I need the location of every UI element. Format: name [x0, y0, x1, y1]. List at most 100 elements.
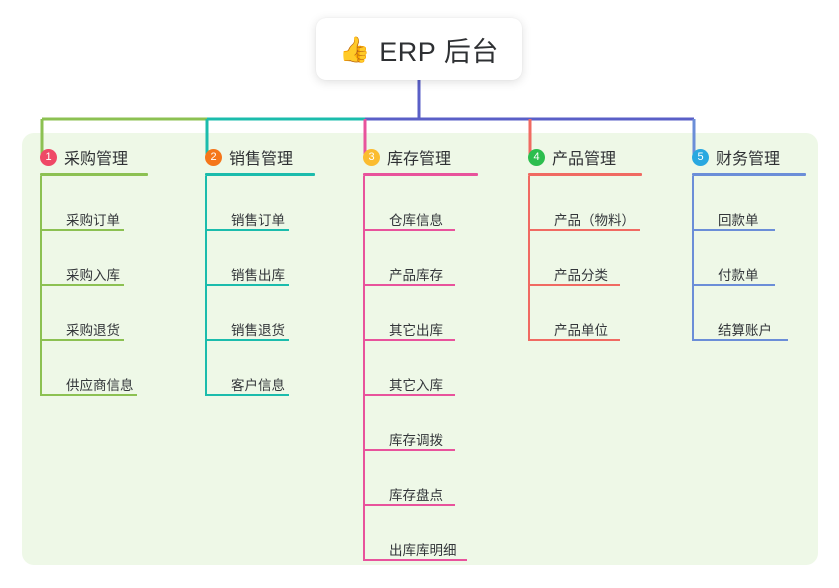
branch-item-label: 结算账户 — [718, 323, 772, 338]
branch-item[interactable]: 产品分类 — [528, 231, 620, 286]
branch-item[interactable]: 销售出库 — [205, 231, 289, 286]
branch-item[interactable]: 产品单位 — [528, 286, 620, 341]
branch-number-badge: 5 — [692, 148, 709, 166]
branch-item-rule — [692, 229, 775, 231]
branch-item-label: 其它入库 — [389, 378, 443, 393]
branch-item-label: 客户信息 — [231, 378, 285, 393]
branch-spine — [205, 176, 207, 396]
branch-title: 采购管理 — [64, 151, 129, 168]
branch-item[interactable]: 采购入库 — [40, 231, 124, 286]
branch-item-list: 仓库信息产品库存其它出库其它入库库存调拨库存盘点出库库明细 — [363, 176, 478, 561]
branch-item-rule — [528, 229, 640, 231]
branch-number-badge: 1 — [40, 148, 57, 166]
branch-item[interactable]: 库存盘点 — [363, 451, 455, 506]
branch-item-label: 回款单 — [718, 213, 759, 228]
branch-item-list: 回款单付款单结算账户 — [692, 176, 806, 341]
branch-header-2[interactable]: 2 销售管理 — [205, 146, 315, 168]
branch-item[interactable]: 仓库信息 — [363, 176, 455, 231]
branch-item-rule — [363, 394, 455, 396]
branch-spine — [528, 176, 530, 341]
branch-item-rule — [40, 229, 124, 231]
branch-item[interactable]: 销售退货 — [205, 286, 289, 341]
branch-header-rule — [205, 173, 315, 176]
branch-item-rule — [363, 284, 455, 286]
branch-item-rule — [692, 284, 775, 286]
branch-title: 财务管理 — [716, 151, 781, 168]
branch-header-rule — [40, 173, 148, 176]
branch-item-rule — [40, 339, 124, 341]
branch-item-rule — [363, 449, 455, 451]
branch-item-label: 销售订单 — [231, 213, 285, 228]
branch-item-rule — [528, 339, 620, 341]
branch-item-label: 付款单 — [718, 268, 759, 283]
branch-number-badge: 3 — [363, 148, 380, 166]
branch-item-rule — [40, 284, 124, 286]
branch-title: 库存管理 — [387, 151, 452, 168]
branch-header-1[interactable]: 1 采购管理 — [40, 146, 148, 168]
branch-item-rule — [40, 394, 137, 396]
branch-item[interactable]: 回款单 — [692, 176, 775, 231]
branch-column: 1 采购管理采购订单采购入库采购退货供应商信息 — [40, 146, 148, 396]
branch-column: 3 库存管理仓库信息产品库存其它出库其它入库库存调拨库存盘点出库库明细 — [363, 146, 478, 561]
branch-header-4[interactable]: 4 产品管理 — [528, 146, 642, 168]
branch-item-list: 产品（物料） 产品分类产品单位 — [528, 176, 642, 341]
branch-item-rule — [692, 339, 788, 341]
branch-spine — [692, 176, 694, 341]
branch-item[interactable]: 产品库存 — [363, 231, 455, 286]
branch-item[interactable]: 其它出库 — [363, 286, 455, 341]
branch-item[interactable]: 销售订单 — [205, 176, 289, 231]
branch-item-label: 供应商信息 — [66, 378, 134, 393]
branch-item[interactable]: 其它入库 — [363, 341, 455, 396]
branch-item-label: 出库库明细 — [389, 543, 457, 558]
root-node-inner: 👍 ERP 后台 — [339, 30, 499, 69]
branch-item-rule — [205, 229, 289, 231]
branch-header-rule — [692, 173, 806, 176]
branch-item-label: 采购入库 — [66, 268, 120, 283]
branch-item-label: 仓库信息 — [389, 213, 443, 228]
branch-number-badge: 4 — [528, 148, 545, 166]
branch-item-label: 采购退货 — [66, 323, 120, 338]
branch-number-badge: 2 — [205, 148, 222, 166]
branch-item-rule — [363, 229, 455, 231]
branch-item-rule — [205, 339, 289, 341]
branch-item-label: 产品（物料） — [554, 213, 635, 228]
branch-header-3[interactable]: 3 库存管理 — [363, 146, 478, 168]
branch-header-5[interactable]: 5 财务管理 — [692, 146, 806, 168]
branch-item-rule — [363, 559, 467, 561]
branch-item-label: 产品分类 — [554, 268, 608, 283]
branch-item-label: 采购订单 — [66, 213, 120, 228]
branch-item-list: 销售订单销售出库销售退货客户信息 — [205, 176, 315, 396]
branch-item-label: 库存盘点 — [389, 488, 443, 503]
branch-item[interactable]: 采购退货 — [40, 286, 124, 341]
branch-item[interactable]: 客户信息 — [205, 341, 289, 396]
branch-item-label: 产品单位 — [554, 323, 608, 338]
branch-item-label: 库存调拨 — [389, 433, 443, 448]
branch-item[interactable]: 产品（物料） — [528, 176, 640, 231]
branch-item-label: 销售出库 — [231, 268, 285, 283]
branch-item-rule — [363, 339, 455, 341]
branch-item-rule — [528, 284, 620, 286]
branch-item[interactable]: 供应商信息 — [40, 341, 137, 396]
branch-item[interactable]: 出库库明细 — [363, 506, 467, 561]
branch-item-label: 产品库存 — [389, 268, 443, 283]
branch-item[interactable]: 库存调拨 — [363, 396, 455, 451]
branch-title: 产品管理 — [552, 151, 617, 168]
branch-item-rule — [363, 504, 455, 506]
branch-item-list: 采购订单采购入库采购退货供应商信息 — [40, 176, 148, 396]
root-node-title: ERP 后台 — [379, 36, 499, 67]
content-panel — [22, 133, 818, 565]
branch-item-rule — [205, 394, 289, 396]
thumbs-up-icon: 👍 — [339, 34, 371, 64]
branch-header-rule — [528, 173, 642, 176]
branch-title: 销售管理 — [229, 151, 294, 168]
branch-item[interactable]: 采购订单 — [40, 176, 124, 231]
root-node-card[interactable]: 👍 ERP 后台 — [316, 18, 522, 80]
branch-item-rule — [205, 284, 289, 286]
branch-item-label: 其它出库 — [389, 323, 443, 338]
branch-item[interactable]: 结算账户 — [692, 286, 788, 341]
branch-spine — [363, 176, 365, 561]
branch-column: 2 销售管理销售订单销售出库销售退货客户信息 — [205, 146, 315, 396]
branch-header-rule — [363, 173, 478, 176]
branch-item[interactable]: 付款单 — [692, 231, 775, 286]
